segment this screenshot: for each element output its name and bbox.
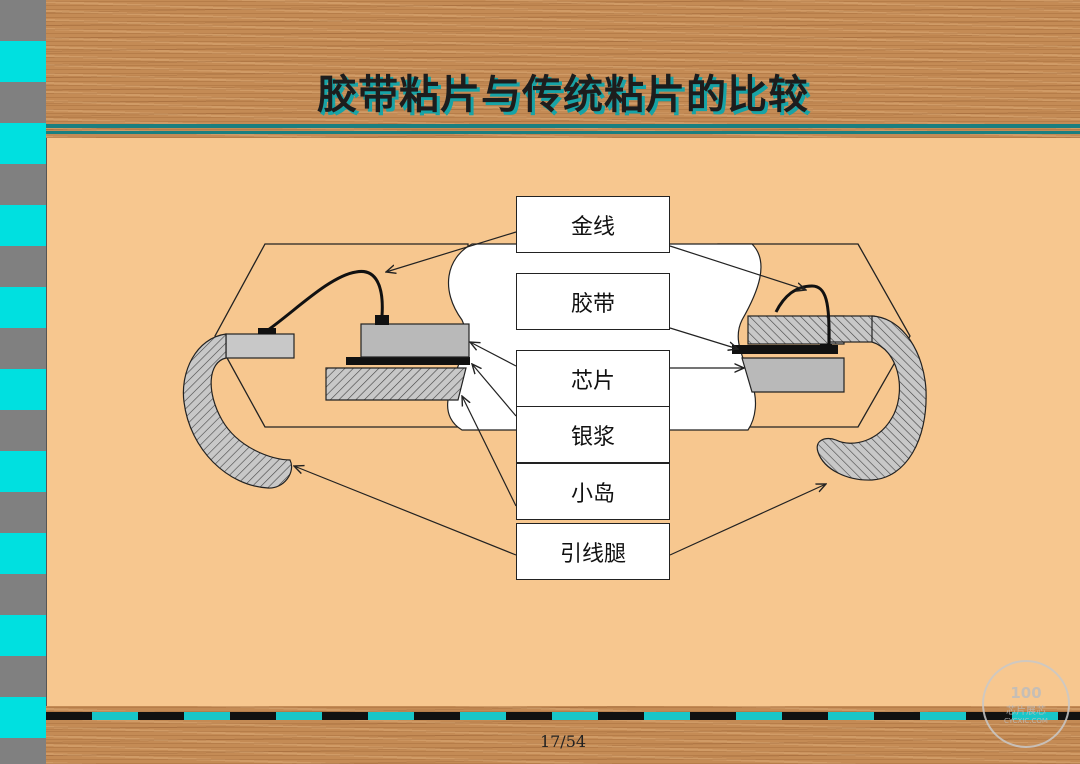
right-lead-leg xyxy=(816,315,927,481)
left-gold-wire xyxy=(267,269,384,332)
title-rule xyxy=(46,124,1080,128)
arrow-silver-paste xyxy=(472,364,517,417)
arrow-tape-right xyxy=(669,327,738,349)
left-silver-paste xyxy=(346,357,470,365)
title-rule-lower xyxy=(46,131,1080,134)
watermark-line1: 100 xyxy=(1010,683,1042,702)
left-lead-stub xyxy=(225,333,295,359)
page-number: 17/54 xyxy=(539,732,587,751)
arrow-gold-wire-left xyxy=(386,231,517,272)
right-lead-body xyxy=(827,315,875,343)
slide-title: 胶带粘片与传统粘片的比较 xyxy=(317,71,809,118)
footer-dash-strip xyxy=(46,712,1080,720)
left-package-outline xyxy=(214,243,469,428)
footer-banner: 17/54 xyxy=(46,706,1080,764)
left-lead-pad xyxy=(258,328,276,334)
label-lead: 引线腿 xyxy=(516,523,670,580)
left-bond-pad xyxy=(375,315,389,325)
arrow-lead-left xyxy=(294,466,517,556)
right-bond-pad xyxy=(820,344,832,354)
arrow-island xyxy=(462,396,517,507)
right-tape xyxy=(732,345,838,354)
label-tape: 胶带 xyxy=(516,273,670,330)
arrow-gold-wire-right xyxy=(669,245,806,290)
right-gold-wire xyxy=(774,284,831,347)
left-island xyxy=(325,367,467,401)
watermark-line3: CYCXIC.COM xyxy=(1004,716,1048,725)
label-chip: 芯片 xyxy=(516,350,670,407)
watermark-seal: 100 芯片展芯 CYCXIC.COM xyxy=(982,660,1070,748)
left-decorative-stripe xyxy=(0,0,47,764)
arrow-chip-left xyxy=(470,342,517,367)
label-island: 小岛 xyxy=(516,463,670,520)
left-chip xyxy=(360,323,470,358)
label-gold-wire: 金线 xyxy=(516,196,670,253)
right-island xyxy=(741,357,845,393)
title-banner: 胶带粘片与传统粘片的比较 xyxy=(46,0,1080,138)
callout-arrows xyxy=(294,231,826,556)
watermark-line2: 芯片展芯 xyxy=(1006,705,1046,717)
left-lead-leg xyxy=(182,333,293,489)
label-silver-paste: 银浆 xyxy=(516,406,670,463)
arrow-lead-right xyxy=(669,484,826,556)
